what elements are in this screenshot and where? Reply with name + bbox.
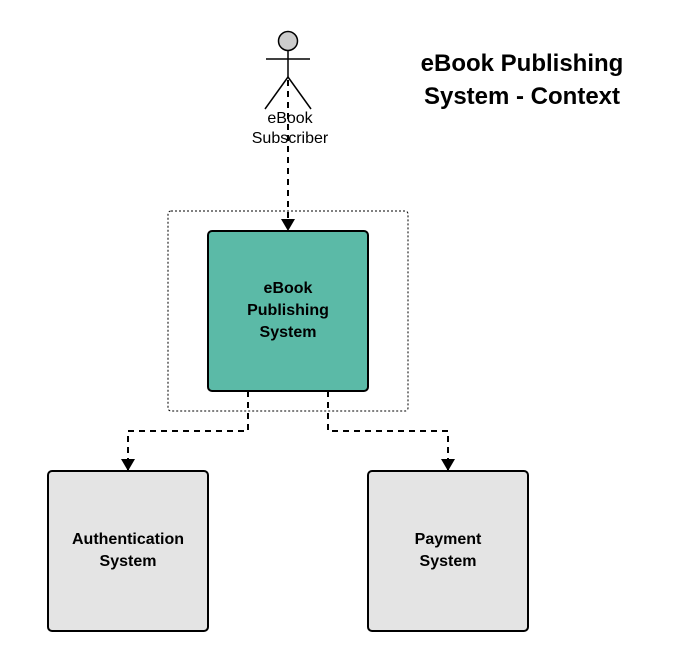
diagram-title: eBook Publishing System - Context — [392, 47, 652, 113]
actor-label: eBook Subscriber — [230, 109, 350, 149]
actor-figure — [264, 30, 312, 110]
diagram-title-line-1: eBook Publishing — [420, 50, 624, 77]
connector-to-payment — [327, 391, 455, 471]
actor-left-leg — [264, 76, 289, 110]
actor-label-line-1: eBook — [267, 110, 313, 127]
actor-right-leg — [287, 76, 312, 110]
system-boundary — [167, 210, 409, 412]
payment-system-box[interactable] — [367, 470, 529, 632]
diagram-title-line-2: System - Context — [423, 83, 621, 110]
authentication-system-box[interactable] — [47, 470, 209, 632]
actor-label-line-2: Subscriber — [251, 130, 329, 147]
connector-to-authentication — [121, 391, 249, 471]
actor-head — [277, 30, 299, 52]
main-system-box[interactable] — [207, 230, 369, 392]
